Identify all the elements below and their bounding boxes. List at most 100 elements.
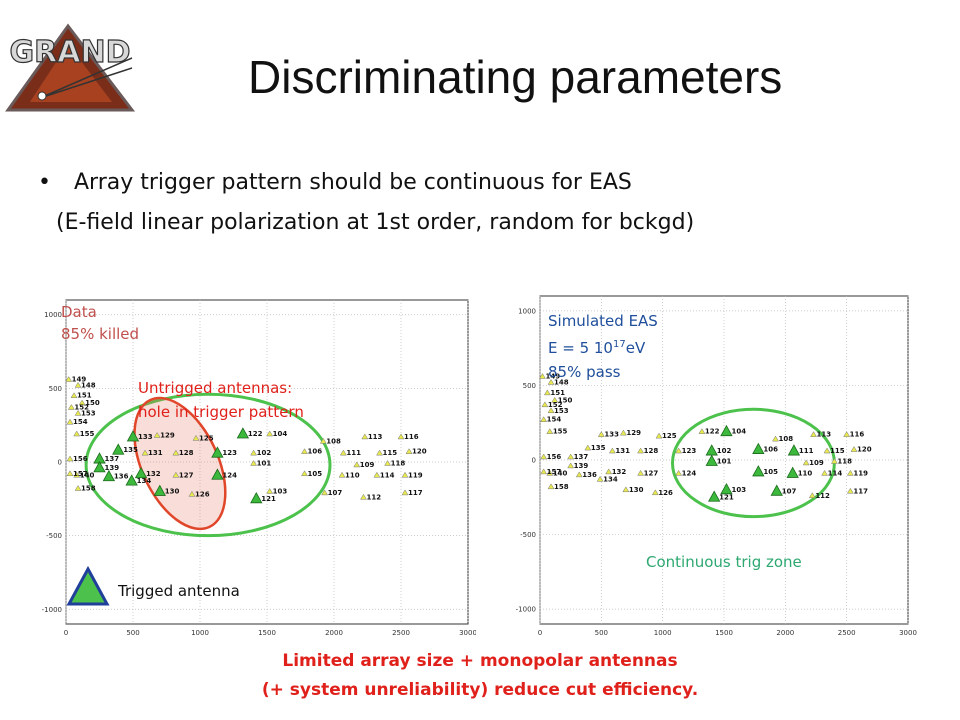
antenna-marker [846,487,854,494]
antenna-marker [397,433,405,440]
green-ellipse [84,392,332,538]
antenna-marker [78,399,86,406]
antenna-marker [250,449,258,456]
antenna-marker [575,471,583,478]
antenna-marker [353,461,361,468]
antenna-marker [584,444,592,451]
antenna-marker [843,431,851,437]
trigged-antenna-marker [250,491,263,504]
simulated-eas-label: Simulated EAS E = 5 1017eV 85% pass [548,309,658,384]
y-tick-label: -1000 [516,606,536,614]
trigged-antenna-marker [708,490,721,502]
antenna-marker [338,471,346,478]
antenna-id-label: 121 [261,495,276,503]
antenna-id-label: 151 [77,392,92,400]
antenna-id-label: 151 [550,389,565,397]
x-tick-label: 2500 [838,629,856,637]
trigged-antenna-marker [126,430,140,442]
trigged-antenna-marker [153,484,166,496]
antenna-marker [192,434,200,441]
antenna-id-label: 140 [553,469,568,477]
antenna-id-label: 103 [731,486,746,494]
antenna-id-label: 155 [80,430,95,438]
antenna-marker [637,469,645,476]
antenna-id-label: 154 [547,416,562,424]
trigged-antenna-marker [787,444,801,456]
antenna-marker [605,468,613,475]
antenna-id-label: 124 [222,471,237,479]
antenna-id-label: 148 [81,381,96,389]
antenna-marker [401,471,409,478]
y-tick-label: -500 [46,532,62,540]
antenna-id-label: 119 [853,469,868,477]
antenna-marker [810,431,817,437]
antenna-id-label: 123 [682,447,697,455]
antenna-marker [66,418,74,425]
antenna-id-label: 118 [837,457,852,465]
antenna-marker [266,430,274,437]
trigged-antenna-marker [93,461,106,473]
antenna-id-label: 149 [72,376,87,384]
trigged-antenna-marker [211,446,224,458]
antenna-id-label: 102 [717,447,732,455]
trigged-antenna-marker [752,442,765,454]
trigged-antenna-marker [211,468,224,480]
antenna-id-label: 131 [615,447,630,455]
antenna-id-label: 118 [391,459,406,467]
antenna-id-label: 114 [380,471,395,479]
antenna-id-label: 115 [830,447,845,455]
antenna-id-label: 137 [105,455,120,463]
antenna-id-label: 157 [73,470,88,478]
antenna-marker [541,401,549,408]
antenna-marker [546,469,554,476]
antenna-marker [153,432,161,438]
antenna-id-label: 122 [248,430,263,438]
antenna-id-label: 136 [114,473,129,481]
antenna-id-label: 124 [682,469,697,477]
antenna-marker [808,492,816,499]
antenna-id-label: 155 [553,428,568,436]
antenna-marker [540,416,548,422]
antenna-id-label: 112 [815,492,830,500]
data-label-line2: 85% killed [61,325,140,343]
trigged-antenna-marker [770,484,783,496]
antenna-marker [619,429,627,436]
antenna-marker [823,447,831,454]
antenna-marker [66,455,74,462]
antenna-id-label: 105 [763,468,778,476]
antenna-marker [266,487,274,494]
annotation-line1: Untrigged antennas: [138,379,293,397]
antenna-marker [70,392,78,398]
footer-line1: Limited array size + monopolar antennas [282,651,678,671]
y-tick-label: -500 [520,531,536,539]
trigged-antenna-marker [705,454,718,466]
slide-title: Discriminating parameters [248,51,783,103]
antenna-id-label: 117 [408,489,423,497]
antenna-id-label: 152 [548,401,563,409]
antenna-id-label: 134 [137,477,152,485]
antenna-id-label: 121 [719,493,734,501]
antenna-id-label: 153 [81,409,96,417]
antenna-marker [539,373,546,379]
antenna-id-label: 115 [383,449,398,457]
antenna-id-label: 106 [763,446,778,454]
antenna-marker [74,409,82,416]
antenna-id-label: 139 [105,464,120,472]
antenna-id-label: 117 [853,487,868,495]
antenna-id-label: 111 [799,447,814,455]
antenna-id-label: 114 [828,469,843,477]
antenna-id-label: 131 [148,449,163,457]
y-tick-label: 1000 [518,307,536,315]
logo-text: GRAND [10,35,131,70]
footer-line2: (+ system unreliability) reduce cut effi… [261,680,699,700]
x-tick-label: 0 [538,629,542,637]
antenna-marker [850,446,858,452]
antenna-id-label: 107 [328,489,343,497]
antenna-id-label: 126 [658,489,673,497]
trigged-antenna-marker [720,424,733,437]
antenna-marker [141,449,149,456]
antenna-marker [74,485,82,491]
antenna-marker [540,453,548,460]
antenna-id-label: 130 [165,487,180,495]
